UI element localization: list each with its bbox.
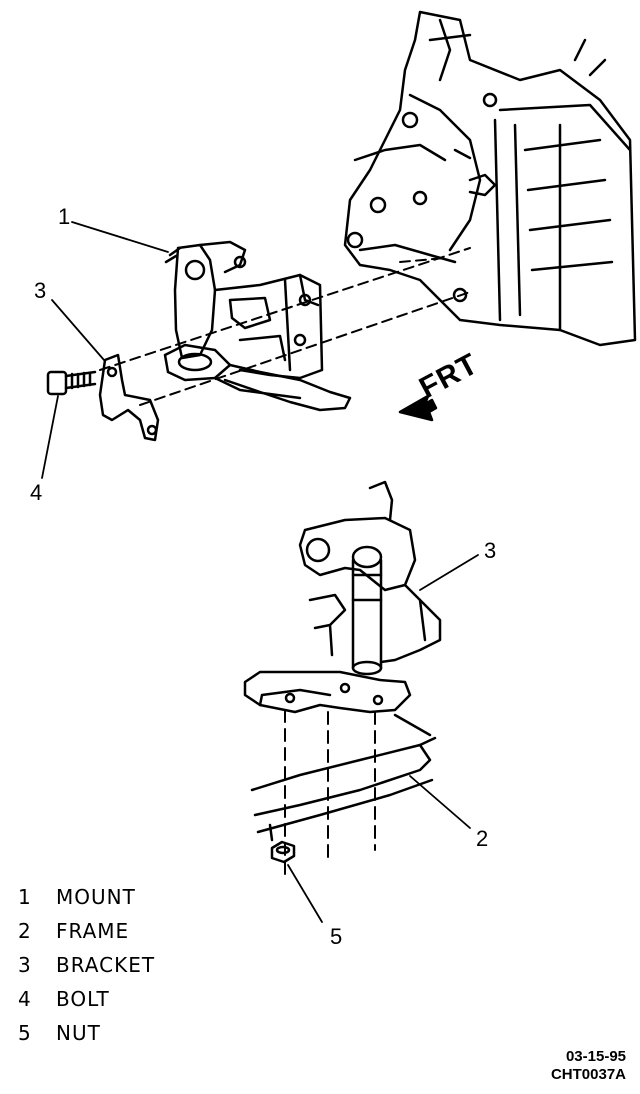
top-mount-assembly bbox=[163, 240, 352, 412]
callout-bracket-bottom: 3 bbox=[484, 538, 497, 563]
top-alignment-lines bbox=[99, 247, 471, 406]
front-arrow-icon bbox=[398, 394, 438, 422]
legend-item: 3 BRACKET bbox=[14, 948, 155, 982]
nut-part bbox=[270, 840, 296, 864]
legend-number: 1 bbox=[18, 885, 31, 909]
parts-legend: 1 MOUNT 2 FRAME 3 BRACKET 4 BOLT 5 NUT bbox=[14, 880, 155, 1050]
legend-label: FRAME bbox=[56, 919, 130, 943]
bottom-alignment-lines bbox=[284, 709, 376, 881]
legend-label: BOLT bbox=[56, 987, 110, 1011]
legend-item: 2 FRAME bbox=[14, 914, 155, 948]
legend-item: 5 NUT bbox=[14, 1016, 155, 1050]
legend-item: 4 BOLT bbox=[14, 982, 155, 1016]
legend-number: 3 bbox=[18, 953, 31, 977]
callout-mount-top: 1 bbox=[58, 204, 71, 229]
figure-date: 03-15-95 bbox=[565, 1048, 626, 1065]
callout-frame-bottom: 2 bbox=[476, 826, 489, 851]
callout-nut-bottom: 5 bbox=[330, 924, 343, 949]
frame-rail bbox=[250, 713, 437, 842]
callout-leader-lines bbox=[41, 221, 479, 923]
legend-label: BRACKET bbox=[56, 953, 156, 977]
callout-bolt-top: 4 bbox=[30, 480, 43, 505]
top-bolt bbox=[46, 370, 97, 396]
bottom-mount-bracket bbox=[243, 480, 442, 714]
transmission-housing bbox=[343, 10, 637, 347]
top-bracket-plate bbox=[98, 353, 160, 442]
figure-footer: 03-15-95 CHT0037A bbox=[551, 1048, 626, 1084]
legend-label: MOUNT bbox=[56, 885, 136, 909]
legend-label: NUT bbox=[56, 1021, 101, 1045]
figure-code: CHT0037A bbox=[550, 1066, 626, 1083]
legend-number: 4 bbox=[18, 987, 31, 1011]
callout-bracket-top: 3 bbox=[34, 278, 47, 303]
legend-number: 2 bbox=[18, 919, 31, 943]
legend-number: 5 bbox=[18, 1021, 31, 1045]
legend-item: 1 MOUNT bbox=[14, 880, 155, 914]
